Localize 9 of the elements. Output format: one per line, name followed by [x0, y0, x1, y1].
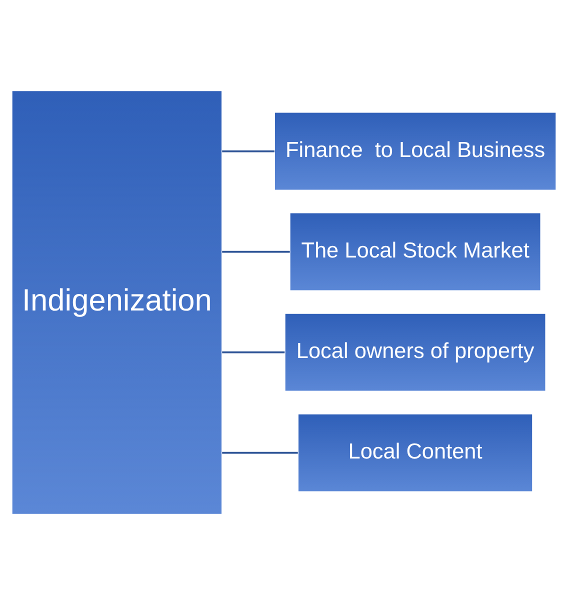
connector	[222, 452, 298, 454]
connector	[222, 250, 290, 253]
node-box: Local Content	[298, 413, 533, 492]
node-box: Local owners of property	[284, 312, 546, 392]
node-box: The Local Stock Market	[289, 212, 542, 292]
node-box: Indigenization	[11, 90, 222, 515]
connector	[222, 150, 274, 152]
connector	[222, 351, 285, 354]
node-box: Finance to Local Business	[274, 112, 557, 191]
